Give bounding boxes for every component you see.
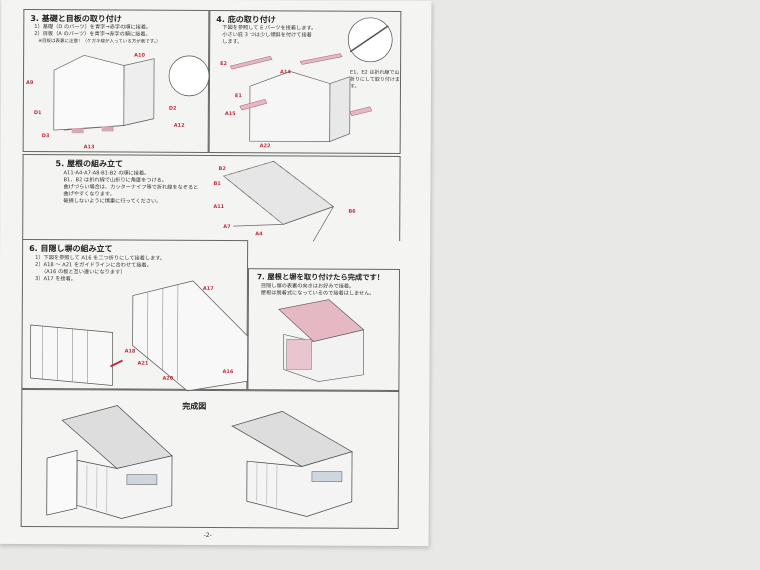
step6-diagram bbox=[30, 280, 249, 392]
step6-panel: 6. 目隠し塀の組み立て 1）下図を参照して A16 を二つ折りにして接着します… bbox=[21, 238, 249, 392]
part-label: E2 bbox=[220, 61, 228, 68]
step5-panel: 5. 屋根の組み立て A11-A4-A7-A8-B1-B2 の順に接着。 B1、… bbox=[22, 153, 401, 242]
step5-diagram bbox=[222, 160, 335, 242]
part-label: D2 bbox=[168, 105, 177, 112]
final-diagram bbox=[46, 405, 353, 519]
part-label: D1 bbox=[33, 110, 42, 117]
step4-diagram bbox=[229, 17, 393, 143]
step7-diagram bbox=[278, 299, 365, 382]
part-label: A20 bbox=[162, 375, 174, 382]
step3-panel: 3. 基礎と目板の取り付け 1）基礎（D のパーツ）を青字→赤字の順に接着。 2… bbox=[22, 8, 210, 153]
part-label: A4 bbox=[255, 231, 263, 238]
part-label: A9 bbox=[25, 80, 34, 87]
part-label: A22 bbox=[259, 143, 271, 150]
page-number: -2- bbox=[203, 531, 212, 539]
step3-diagram bbox=[53, 54, 210, 134]
part-label: A15 bbox=[224, 111, 236, 118]
part-label: A14 bbox=[280, 69, 291, 76]
final-panel: 完成図 bbox=[20, 388, 400, 529]
part-label: A13 bbox=[83, 144, 95, 151]
part-label: A21 bbox=[137, 360, 149, 367]
part-label: B6 bbox=[348, 208, 356, 215]
part-label: B1 bbox=[213, 180, 221, 188]
step4-panel: 4. 庇の取り付け 下図を参照して E パーツを接着します。 小さい庇 3 つは… bbox=[208, 9, 402, 154]
part-label: B2 bbox=[218, 166, 226, 173]
part-label: A17 bbox=[202, 285, 214, 292]
part-label: A7 bbox=[223, 224, 231, 231]
part-label: A10 bbox=[134, 52, 145, 59]
part-label: A12 bbox=[173, 122, 185, 129]
step7-panel: 7. 屋根と塀を取り付けたら完成です！ 目隠し塀の表裏の向きはお好みで接着。 屋… bbox=[247, 268, 401, 391]
part-label: E1 bbox=[234, 93, 242, 100]
part-label: D3 bbox=[41, 133, 50, 140]
part-label: A18 bbox=[124, 348, 136, 355]
part-label: A16 bbox=[222, 369, 234, 376]
instruction-sheet: 3. 基礎と目板の取り付け 1）基礎（D のパーツ）を青字→赤字の順に接着。 2… bbox=[0, 0, 432, 547]
part-label: A11 bbox=[213, 203, 225, 211]
